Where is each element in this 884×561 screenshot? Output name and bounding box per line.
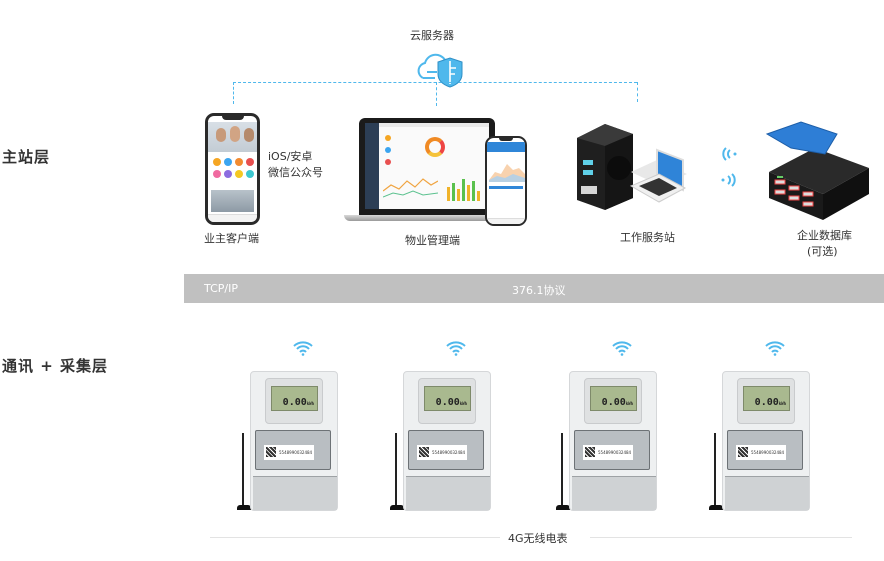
electric-meter: 0.00kWh 5548990032484 bbox=[556, 371, 657, 511]
connector-line-horizontal bbox=[233, 82, 637, 83]
meter-display: 0.00kWh bbox=[424, 386, 471, 411]
server-laptop-icon bbox=[575, 120, 690, 210]
enterprise-db-optional: (可选) bbox=[807, 245, 838, 258]
property-terminal-caption: 物业管理端 bbox=[405, 234, 460, 247]
client-platform-note: iOS/安卓 bbox=[268, 150, 313, 163]
protocol-tcpip-label: TCP/IP bbox=[204, 282, 238, 295]
wifi-icon bbox=[611, 340, 633, 356]
database-server-icon bbox=[765, 120, 873, 220]
meter-unit: 0.00kWh 5548990032484 bbox=[237, 338, 350, 523]
meter-caption: 4G无线电表 bbox=[508, 532, 568, 545]
cloud-shield-icon bbox=[413, 50, 465, 88]
antenna-icon bbox=[561, 433, 563, 509]
meter-serial: 5548990032484 bbox=[432, 450, 466, 455]
antenna-icon bbox=[395, 433, 397, 509]
connector-line-property bbox=[436, 82, 437, 106]
electric-meter: 0.00kWh 5548990032484 bbox=[237, 371, 338, 511]
meter-serial: 5548990032484 bbox=[598, 450, 632, 455]
cloud-server-label: 云服务器 bbox=[410, 29, 454, 42]
caption-divider-left bbox=[210, 537, 500, 538]
connector-line-station bbox=[637, 82, 638, 102]
meter-display: 0.00kWh bbox=[271, 386, 318, 411]
connector-line-client bbox=[233, 82, 234, 104]
electric-meter: 0.00kWh 5548990032484 bbox=[709, 371, 810, 511]
meter-unit: 0.00kWh 5548990032484 bbox=[556, 338, 669, 523]
laptop-phone-icon bbox=[344, 118, 527, 226]
meter-serial: 5548990032484 bbox=[279, 450, 313, 455]
meter-unit: 0.00kWh 5548990032484 bbox=[709, 338, 822, 523]
terminal-block bbox=[406, 476, 490, 510]
client-wechat-note: 微信公众号 bbox=[268, 166, 323, 179]
terminal-block bbox=[725, 476, 809, 510]
meter-display: 0.00kWh bbox=[590, 386, 637, 411]
protocol-bar: TCP/IP 376.1协议 bbox=[184, 274, 884, 303]
owner-client-caption: 业主客户端 bbox=[204, 232, 259, 245]
meter-serial: 5548990032484 bbox=[751, 450, 785, 455]
layer-label-comm: 通讯 + 采集层 bbox=[2, 357, 109, 375]
antenna-icon bbox=[714, 433, 716, 509]
smartphone-icon bbox=[205, 113, 260, 225]
caption-divider-right bbox=[590, 537, 852, 538]
electric-meter: 0.00kWh 5548990032484 bbox=[390, 371, 491, 511]
protocol-376-label: 376.1协议 bbox=[512, 284, 566, 297]
wifi-icon bbox=[445, 340, 467, 356]
work-station-caption: 工作服务站 bbox=[620, 231, 675, 244]
enterprise-db-caption: 企业数据库 bbox=[797, 229, 852, 242]
wifi-icon bbox=[764, 340, 786, 356]
wifi-icon bbox=[292, 340, 314, 356]
qr-code-icon bbox=[419, 447, 429, 457]
qr-code-icon bbox=[585, 447, 595, 457]
antenna-icon bbox=[242, 433, 244, 509]
meter-unit: 0.00kWh 5548990032484 bbox=[390, 338, 503, 523]
wireless-signal-icon bbox=[718, 172, 740, 188]
qr-code-icon bbox=[266, 447, 276, 457]
terminal-block bbox=[253, 476, 337, 510]
meter-display: 0.00kWh bbox=[743, 386, 790, 411]
layer-label-master: 主站层 bbox=[2, 148, 51, 166]
qr-code-icon bbox=[738, 447, 748, 457]
terminal-block bbox=[572, 476, 656, 510]
wireless-signal-icon bbox=[718, 146, 740, 162]
